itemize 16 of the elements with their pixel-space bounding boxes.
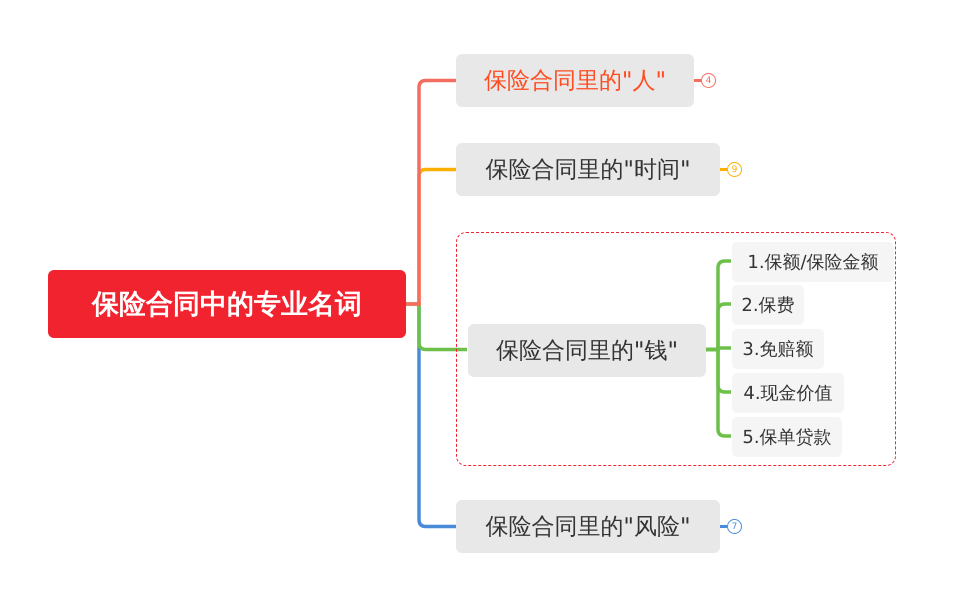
connector: [705, 259, 731, 352]
subtopic-box: 1.保额/保险金额: [732, 242, 894, 282]
subtopic-box: 3.免赔额: [732, 329, 824, 369]
boundary-frame: [456, 232, 896, 466]
subtopic-box: 4.现金价值: [732, 373, 844, 413]
branch-box: 保险合同里的"钱": [468, 324, 706, 377]
count-badge: 7: [727, 519, 742, 534]
count-badge: 4: [701, 73, 716, 88]
count-badge: 9: [727, 162, 742, 177]
subtopic-box: 5.保单贷款: [732, 417, 842, 457]
branch-box: 保险合同里的"风险": [456, 500, 720, 553]
topic-box: 保险合同中的专业名词: [48, 270, 406, 338]
subtopic-box: 2.保费: [732, 285, 804, 325]
branch-box: 保险合同里的"人": [456, 54, 694, 107]
connector: [406, 78, 456, 306]
branch-box: 保险合同里的"时间": [456, 143, 720, 196]
